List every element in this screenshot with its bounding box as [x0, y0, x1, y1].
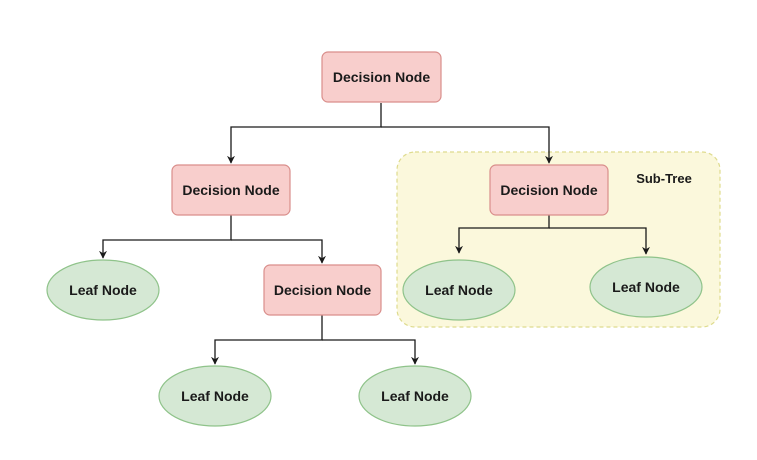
- edge-left-decision-to-leaf: [99, 215, 232, 259]
- leaf-node-ellipse-subtree-left: [402, 259, 516, 321]
- decision-node-label-inner: Decision Node: [274, 282, 371, 298]
- leaf-node-ellipse-bottom-right: [358, 365, 472, 427]
- decision-node-label-left: Decision Node: [182, 182, 279, 198]
- decision-node-label-right: Decision Node: [500, 182, 597, 198]
- leaf-node: Leaf Node: [158, 365, 272, 427]
- leaf-node-label-subtree-right: Leaf Node: [612, 279, 680, 295]
- edge-inner-decision-to-leaf-bottom-right: [322, 339, 419, 365]
- leaf-node-label-bottom-left: Leaf Node: [181, 388, 249, 404]
- decision-node-box-inner: [263, 264, 382, 316]
- leaf-node-ellipse-subtree-right: [589, 256, 703, 318]
- edge-right-decision-to-subtree-leaf-right: [549, 227, 650, 255]
- leaf-node-ellipse-bottom-left: [158, 365, 272, 427]
- leaf-node-label-left: Leaf Node: [69, 282, 137, 298]
- subtree-label: Sub-Tree: [636, 171, 692, 186]
- decision-node: Decision Node: [489, 164, 609, 216]
- edge-left-decision-to-inner-decision: [231, 239, 326, 264]
- leaf-node: Leaf Node: [46, 259, 160, 321]
- leaf-node-label-bottom-right: Leaf Node: [381, 388, 449, 404]
- leaf-node: Leaf Node: [589, 256, 703, 318]
- leaf-node-label-subtree-left: Leaf Node: [425, 282, 493, 298]
- decision-node: Decision Node: [171, 164, 291, 216]
- edges-group: [99, 103, 650, 365]
- decision-node: Decision Node: [263, 264, 382, 316]
- edge-right-decision-to-subtree-leaf-left: [455, 215, 550, 254]
- edge-root-to-left-decision: [227, 103, 382, 164]
- leaf-node: Leaf Node: [402, 259, 516, 321]
- decision-node-box-right: [489, 164, 609, 216]
- edge-root-to-right-decision: [381, 126, 553, 164]
- decision-node-box-root: [321, 51, 442, 103]
- leaf-node-ellipse-left: [46, 259, 160, 321]
- edge-inner-decision-to-leaf-bottom-left: [211, 315, 323, 365]
- leaf-node: Leaf Node: [358, 365, 472, 427]
- decision-node-box-left: [171, 164, 291, 216]
- decision-node-label-root: Decision Node: [333, 69, 430, 85]
- decision-node: Decision Node: [321, 51, 442, 103]
